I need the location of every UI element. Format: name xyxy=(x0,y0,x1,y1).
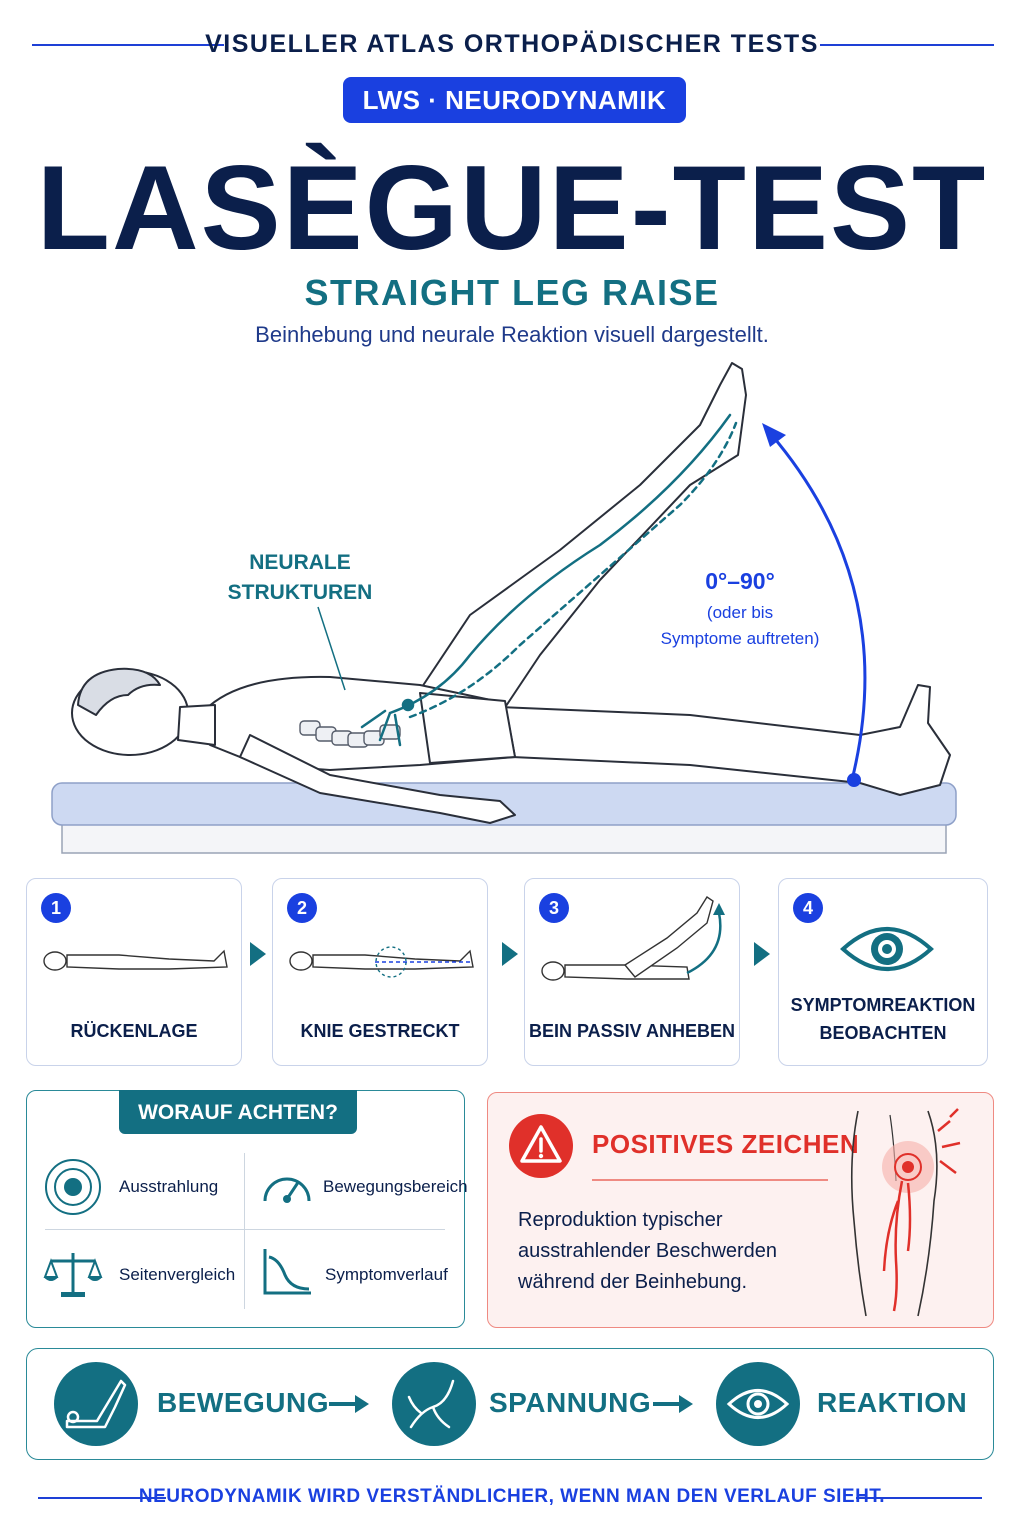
leg-raise-icon xyxy=(54,1362,138,1446)
watch-item-radiation: Ausstrahlung xyxy=(119,1177,219,1196)
angle-range-note: (oder bis Symptome auftreten) xyxy=(620,600,860,652)
step-number-4: 4 xyxy=(793,893,823,923)
positive-title-rule xyxy=(592,1179,828,1181)
flow-label-movement: BEWEGUNG xyxy=(157,1387,329,1418)
watch-divider-horizontal xyxy=(45,1229,445,1230)
step-number-1: 1 xyxy=(41,893,71,923)
arrow-right-icon xyxy=(653,1395,693,1413)
neural-structures-label: NEURALE STRUKTUREN xyxy=(220,548,380,608)
neural-label-pointer xyxy=(317,606,346,691)
step-card-3: 3 BEIN PASSIV ANHEBEN xyxy=(524,878,740,1066)
watch-item-range: Bewegungsbereich xyxy=(323,1177,468,1196)
balance-scale-icon xyxy=(43,1253,103,1297)
decay-curve-icon xyxy=(263,1249,311,1295)
supine-figure-icon xyxy=(43,949,228,971)
flow-panel: BEWEGUNG SPANNUNG REAKTION xyxy=(26,1348,994,1460)
step-label-4-line-1: SYMPTOMREAKTION xyxy=(790,995,976,1015)
watch-item-side-compare: Seitenvergleich xyxy=(119,1265,236,1284)
radiation-target-icon xyxy=(45,1159,101,1215)
eye-icon xyxy=(716,1362,800,1446)
footer-rule-right xyxy=(856,1497,982,1499)
positive-text-line-3: während der Beinhebung. xyxy=(518,1271,748,1293)
step-arrow-1 xyxy=(250,942,266,966)
sciatic-nerve-path xyxy=(360,413,738,747)
atlas-heading: VISUELLER ATLAS ORTHOPÄDISCHER TESTS xyxy=(205,30,819,58)
step-arrow-2 xyxy=(502,942,518,966)
footer-tagline: NEURODYNAMIK WIRD VERSTÄNDLICHER, WENN M… xyxy=(138,1486,886,1507)
step-number-2: 2 xyxy=(287,893,317,923)
lumbar-spine xyxy=(299,720,401,748)
step-label-1: RÜCKENLAGE xyxy=(70,1021,198,1041)
knee-extended-icon xyxy=(289,946,474,978)
angle-note-line-1: (oder bis xyxy=(706,603,774,622)
watch-item-symptom-course: Symptomverlauf xyxy=(325,1265,448,1284)
angle-note-line-2: Symptome auftreten) xyxy=(660,629,820,648)
footer-rule-left xyxy=(38,1497,166,1499)
angle-arc-arrow xyxy=(762,423,867,787)
positive-sign-title: POSITIVES ZEICHEN xyxy=(592,1129,860,1159)
step-card-2: 2 KNIE GESTRECKT xyxy=(272,878,488,1066)
step-card-4: 4 SYMPTOMREAKTION BEOBACHTEN xyxy=(778,878,988,1066)
nerve-branch-icon xyxy=(392,1362,476,1446)
neural-label-line-1: NEURALE xyxy=(249,551,351,574)
page-title: LASÈGUE-TEST xyxy=(36,141,988,275)
watch-heading: WORAUF ACHTEN? xyxy=(119,1090,357,1134)
gauge-icon xyxy=(263,1177,311,1203)
header-rule-left xyxy=(32,44,224,46)
positive-text-line-1: Reproduktion typischer xyxy=(518,1209,723,1231)
step-label-2: KNIE GESTRECKT xyxy=(300,1021,460,1041)
straight-leg-raise-illustration xyxy=(51,362,957,854)
patient-figure xyxy=(71,362,951,824)
step-card-1: 1 RÜCKENLAGE xyxy=(26,878,242,1066)
radiating-pain-leg-icon xyxy=(850,1108,961,1317)
positive-sign-panel: POSITIVES ZEICHEN Reproduktion typischer… xyxy=(487,1092,994,1328)
flow-label-reaction: REAKTION xyxy=(817,1387,968,1418)
header-rule-right xyxy=(820,44,994,46)
page-subtitle: STRAIGHT LEG RAISE xyxy=(304,272,720,313)
passive-leg-raise-icon xyxy=(541,896,725,981)
arrow-right-icon xyxy=(329,1395,369,1413)
warning-icon xyxy=(509,1114,573,1178)
positive-text-line-2: ausstrahlender Beschwerden xyxy=(518,1240,778,1262)
page-tagline: Beinhebung und neurale Reaktion visuell … xyxy=(255,322,769,347)
watch-divider-vertical xyxy=(244,1153,245,1309)
watch-panel: WORAUF ACHTEN? Ausstrahlung Bewegungsber… xyxy=(26,1090,468,1328)
positive-sign-text: Reproduktion typischer ausstrahlender Be… xyxy=(518,1205,818,1298)
flow-label-tension: SPANNUNG xyxy=(489,1387,652,1418)
step-label-4-line-2: BEOBACHTEN xyxy=(819,1023,947,1043)
angle-range-value: 0°–90° xyxy=(705,568,775,594)
step-number-3: 3 xyxy=(539,893,569,923)
eye-icon xyxy=(840,927,934,971)
step-label-3: BEIN PASSIV ANHEBEN xyxy=(528,1021,736,1041)
step-arrow-3 xyxy=(754,942,770,966)
category-badge: LWS · NEURODYNAMIK xyxy=(343,77,686,123)
step-label-4: SYMPTOMREAKTION BEOBACHTEN xyxy=(779,991,987,1047)
neural-label-line-2: STRUKTUREN xyxy=(227,581,373,604)
